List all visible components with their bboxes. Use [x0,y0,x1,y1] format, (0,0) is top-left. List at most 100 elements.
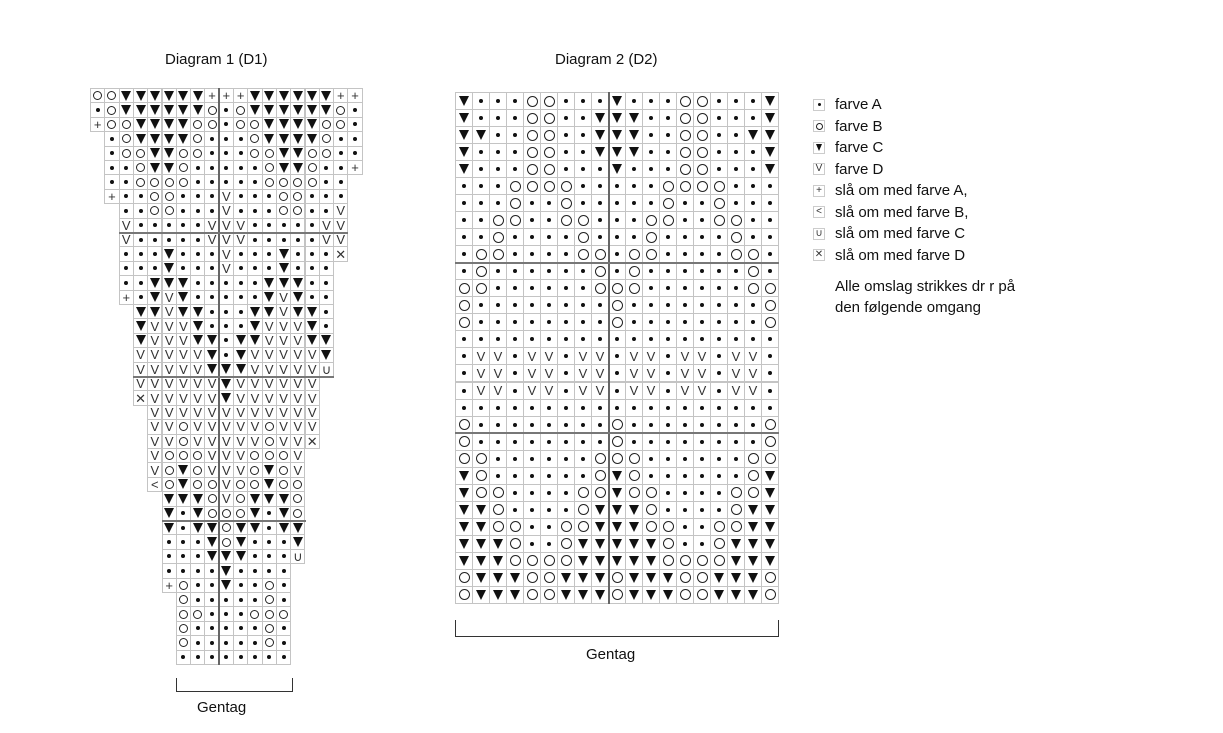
farve-b-icon [279,206,289,216]
farve-a-icon [353,122,358,127]
farve-b-icon [178,580,188,590]
chart-cell: V [147,390,163,406]
farve-a-icon [338,165,343,170]
farve-a-icon [768,184,772,189]
chart-cell [233,275,249,291]
farve-b-icon [730,504,742,516]
farve-a-icon [238,626,243,631]
chart-cell: V [218,404,234,421]
farve-b-icon [264,623,274,633]
chart-cell [557,517,575,536]
chart-cell [710,211,728,230]
chart-cell [147,116,163,133]
chart-cell [608,415,626,434]
farve-a-icon [496,303,500,308]
chart-cell [557,500,575,519]
chart-cell [161,174,177,190]
farve-a-icon [547,337,551,342]
farve-a-icon [138,208,143,213]
chart-cell [659,398,677,417]
chart-cell [693,262,711,281]
farve-c-icon [493,555,503,566]
farve-a-icon [513,286,517,291]
chart-cell [608,398,626,417]
chart-cell [540,177,558,196]
farve-a-icon [751,184,755,189]
chart-cell [175,448,192,464]
farve-c-icon [278,263,289,274]
farve-c-icon [629,521,639,532]
farve-a-icon [195,295,200,300]
chart-cell [625,177,643,196]
chart-cell [727,313,745,332]
chart-cell [625,585,643,604]
farve-a-icon [181,208,186,213]
chart-cell [261,592,277,608]
farve-a-icon [530,201,534,206]
chart-cell [304,174,320,190]
chart-cell: V [218,260,234,277]
farve-a-icon [547,201,551,206]
chart-cell [233,188,249,205]
farve-c-icon [135,306,146,317]
farve-a-icon [700,235,704,240]
farve-b-icon [764,589,776,601]
chart-cell [523,296,541,315]
chart-cell [540,109,558,128]
chart-cell [761,347,779,366]
chart-cell [233,548,249,565]
farve-d-icon: V [322,217,331,233]
farve-a-icon [751,201,755,206]
farve-a-icon [353,151,358,156]
farve-b-icon [164,191,174,201]
farve-d-icon: V [279,433,288,449]
farve-b-icon [713,180,725,192]
farve-a-icon [281,223,286,228]
farve-a-icon [564,337,568,342]
farve-a-icon [581,422,585,427]
farve-d-icon: V [279,376,288,392]
chart-cell [506,449,524,468]
farve-a-icon [310,194,315,199]
chart-cell [455,92,473,111]
farve-a-icon [717,405,721,410]
farve-d-icon: V [193,347,203,363]
chart-cell [161,203,177,219]
farve-a-icon [632,337,636,342]
repeat-divider-vertical [607,92,610,604]
farve-a-icon [124,194,129,199]
chart-cell [676,92,694,111]
chart-cell [540,398,558,417]
yarn-over-a-icon: + [108,188,116,204]
yarn-over-a-icon: + [351,88,359,104]
chart-cell: V [642,381,660,400]
farve-a-icon [479,184,483,189]
chart-cell [540,194,558,213]
chart-cell [261,649,277,665]
chart-cell [347,145,363,161]
chart-cell [175,592,192,608]
chart-cell [523,279,541,298]
chart-cell [506,398,524,417]
legend-symbol-box [813,120,825,133]
chart-cell [523,160,541,179]
farve-c-icon [612,521,622,532]
chart-cell [333,188,349,205]
farve-d-icon: V [293,419,303,435]
chart-cell [557,245,575,264]
chart-cell: V [744,381,762,400]
chart-cell [727,585,745,604]
chart-cell: V [642,347,660,366]
farve-b-icon [594,248,606,260]
farve-d-icon: V [222,433,231,449]
farve-a-icon [496,116,500,121]
farve-a-icon [717,422,721,427]
farve-d-icon: V [336,217,346,233]
farve-b-icon [492,504,504,516]
chart-cell: V [290,433,306,449]
chart-cell [304,304,320,320]
farve-a-icon [181,194,186,199]
farve-a-icon [210,597,215,602]
chart-cell [161,275,177,291]
chart-cell [710,483,728,502]
